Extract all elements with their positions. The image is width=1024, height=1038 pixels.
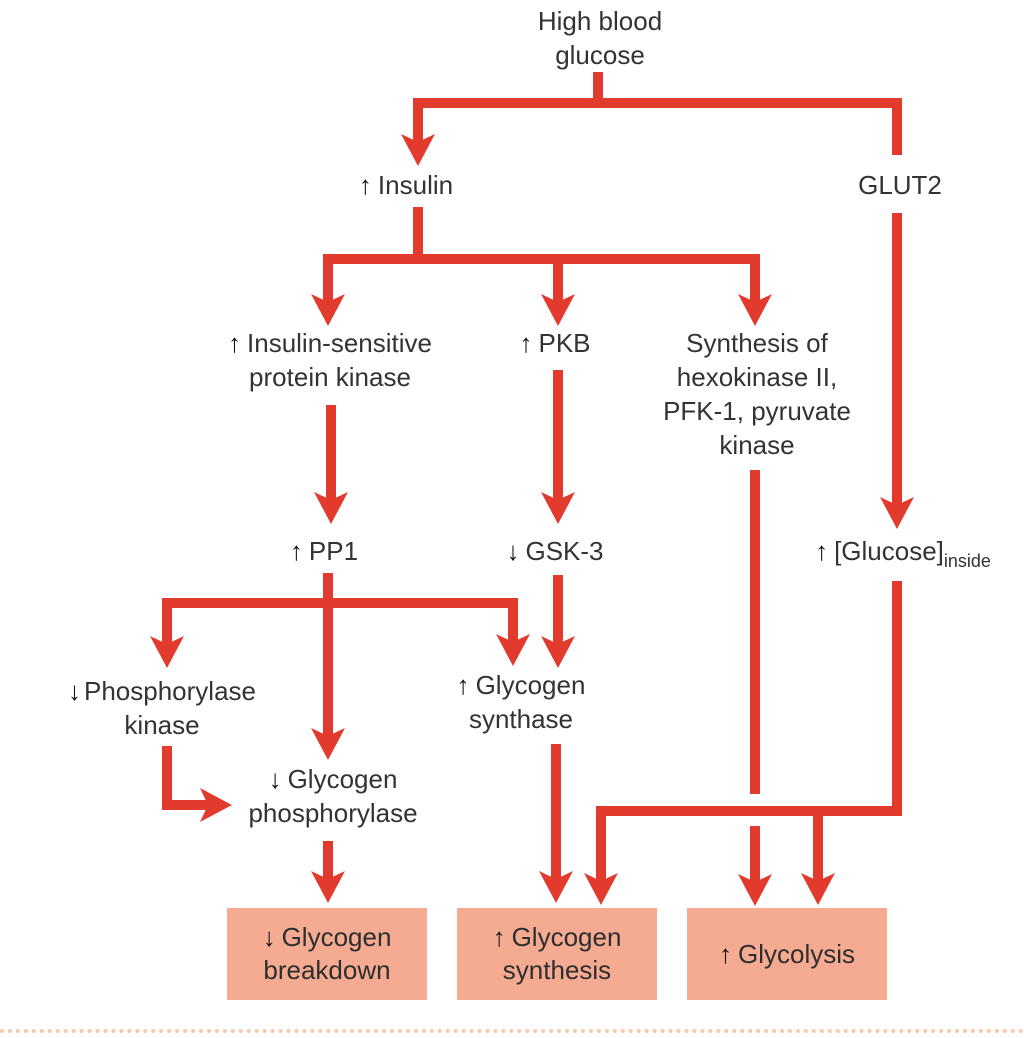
arrowhead-pkb: [541, 294, 575, 326]
up-arrow-icon: ↑: [519, 328, 533, 358]
node-label: [Glucose]: [834, 536, 944, 566]
node-gsk3: ↓GSK-3: [506, 534, 603, 568]
arrowhead-phos-kinase: [150, 636, 184, 668]
arrowhead-pp1: [314, 492, 348, 524]
up-arrow-icon: ↑: [718, 938, 732, 969]
node-glut2: GLUT2: [858, 168, 942, 202]
node-label: Phosphorylase: [84, 676, 256, 706]
node-label: synthase: [468, 704, 574, 734]
node-label: protein kinase: [249, 362, 411, 392]
arrowhead-glucose-inside: [880, 497, 914, 529]
down-arrow-icon: ↓: [68, 676, 81, 706]
arrowhead-box3-left: [738, 874, 772, 906]
node-label: PKB: [538, 328, 591, 358]
node-label: High blood: [537, 6, 663, 36]
down-arrow-icon: ↓: [262, 922, 276, 952]
up-arrow-icon: ↑: [492, 922, 506, 952]
node-synthesis-hexokinase: Synthesis of hexokinase II, PFK-1, pyruv…: [663, 326, 851, 462]
arrowhead-box2-right: [584, 873, 618, 905]
connector-shafts: [162, 72, 902, 884]
arrowhead-synthesis: [738, 294, 772, 326]
arrowhead-box3-right: [801, 873, 835, 905]
box-glycolysis: ↑Glycolysis: [687, 908, 887, 1000]
node-high-blood-glucose: High blood glucose: [538, 4, 662, 72]
box-label: Glycolysis: [737, 938, 855, 969]
arrowhead-synthase-left: [496, 634, 530, 666]
node-insulin: ↑Insulin: [359, 168, 453, 202]
arrowhead-elbow-right: [200, 788, 232, 822]
node-label: glucose: [555, 40, 645, 70]
node-label: Insulin: [377, 170, 454, 200]
box-label: breakdown: [263, 955, 391, 985]
node-phosphorylase-kinase: ↓Phosphorylase kinase: [68, 674, 256, 742]
arrowhead-gsk3: [541, 492, 575, 524]
node-label: Insulin-sensitive: [247, 328, 432, 358]
node-glycogen-synthase: ↑Glycogen synthase: [457, 668, 586, 736]
box-glycogen-synthesis: ↑Glycogen synthesis: [457, 908, 657, 1000]
arrowheads: [150, 134, 914, 906]
node-glucose-inside: ↑[Glucose]inside: [815, 534, 991, 571]
arrowhead-box1: [311, 871, 345, 903]
up-arrow-icon: ↑: [358, 170, 372, 200]
arrowhead-insulin: [401, 134, 435, 166]
node-label: hexokinase II,: [676, 362, 838, 392]
node-label: Synthesis of: [686, 328, 828, 358]
arrowhead-isk: [311, 294, 345, 326]
arrowhead-glyc-phosphorylase: [311, 728, 345, 760]
arrowhead-synthase-right: [541, 636, 575, 668]
box-label: Glycogen: [511, 922, 622, 952]
up-arrow-icon: ↑: [228, 328, 242, 358]
down-arrow-icon: ↓: [506, 536, 520, 566]
node-label: Glycogen: [475, 670, 586, 700]
bottom-dotted-line: [0, 1029, 1024, 1033]
node-label: kinase: [124, 710, 200, 740]
node-insulin-sensitive-kinase: ↑Insulin-sensitive protein kinase: [228, 326, 432, 394]
box-glycogen-breakdown: ↓Glycogen breakdown: [227, 908, 427, 1000]
node-label: kinase: [719, 430, 795, 460]
box-label: synthesis: [502, 955, 612, 985]
up-arrow-icon: ↑: [815, 536, 829, 566]
node-pkb: ↑PKB: [519, 326, 590, 360]
node-label: phosphorylase: [248, 798, 418, 828]
box-label: Glycogen: [281, 922, 392, 952]
node-label: Glycogen: [287, 764, 398, 794]
node-subscript: inside: [943, 551, 991, 571]
node-glycogen-phosphorylase: ↓Glycogen phosphorylase: [248, 762, 417, 830]
up-arrow-icon: ↑: [289, 536, 303, 566]
arrowhead-box2-left: [539, 871, 573, 903]
node-label: PFK-1, pyruvate: [663, 396, 851, 426]
node-pp1: ↑PP1: [290, 534, 358, 568]
node-label: GLUT2: [858, 170, 942, 200]
node-label: GSK-3: [525, 536, 604, 566]
up-arrow-icon: ↑: [456, 670, 470, 700]
down-arrow-icon: ↓: [268, 764, 282, 794]
node-label: PP1: [308, 536, 359, 566]
